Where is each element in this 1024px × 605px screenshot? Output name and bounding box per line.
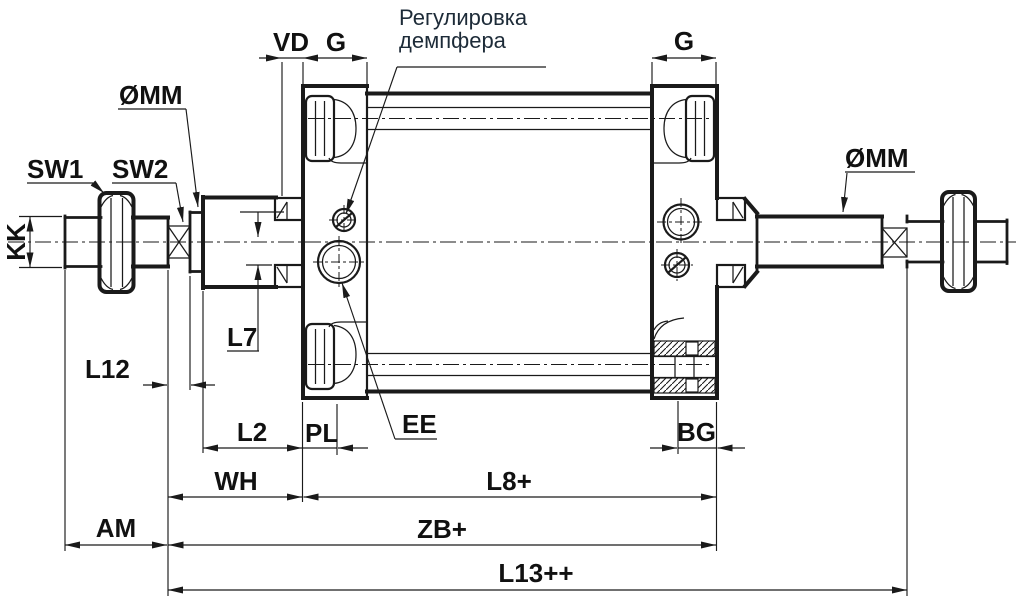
dim-label-sw2: SW2 bbox=[112, 154, 168, 184]
tie-rod-nut-rear-top bbox=[652, 94, 716, 164]
front-flange-lug-bottom bbox=[273, 263, 305, 289]
tie-rod-nut-front-bottom bbox=[304, 321, 367, 391]
cushion-screw-rear bbox=[661, 249, 693, 281]
leader-omm-left bbox=[185, 108, 200, 208]
dim-label-l7: L7 bbox=[227, 322, 257, 352]
dim-label-wh: WH bbox=[214, 466, 257, 496]
rod-nut-right bbox=[940, 190, 977, 293]
rod-nut-sw1 bbox=[97, 191, 136, 294]
piston-rod-left bbox=[63, 191, 205, 294]
rear-flange-lug-top bbox=[715, 196, 747, 222]
rod-shoulder bbox=[188, 210, 205, 274]
front-end-cap bbox=[301, 84, 369, 400]
labels: VD G G ØMM ØMM SW1 SW2 KK L7 L12 L2 PL E… bbox=[1, 5, 909, 588]
tie-rod-section-cut bbox=[653, 317, 716, 394]
leader-ee bbox=[341, 282, 396, 440]
dim-label-ee: EE bbox=[402, 409, 437, 439]
dim-label-g-front: G bbox=[326, 27, 346, 57]
dim-label-bg: BG bbox=[677, 417, 716, 447]
dim-label-am: AM bbox=[96, 513, 136, 543]
dim-label-l2: L2 bbox=[237, 417, 267, 447]
leader-sw1 bbox=[90, 180, 105, 194]
leader-omm-right bbox=[841, 172, 849, 213]
wrench-flats-right bbox=[881, 227, 908, 258]
cushion-screw-front bbox=[329, 205, 359, 235]
front-bell-flange bbox=[201, 195, 305, 290]
annotation-cushion-adjust-line2: демпфера bbox=[399, 28, 507, 53]
rear-boss bbox=[715, 196, 760, 289]
annotation-cushion-adjust-line1: Регулировка bbox=[399, 5, 528, 30]
rear-flange-lug-bottom bbox=[715, 263, 747, 289]
leader-cushion-adjust bbox=[345, 66, 398, 215]
dim-label-pl: PL bbox=[305, 418, 338, 448]
dim-label-omm-right: ØMM bbox=[845, 143, 909, 173]
dim-label-l12: L12 bbox=[85, 354, 130, 384]
dim-label-kk: KK bbox=[1, 223, 31, 261]
dim-label-omm-left: ØMM bbox=[119, 80, 183, 110]
piston-rod-right bbox=[755, 190, 1009, 293]
dim-l7 bbox=[227, 211, 284, 352]
dim-label-vd: VD bbox=[273, 27, 309, 57]
dim-label-g-rear: G bbox=[674, 26, 694, 56]
tie-rod-nut-front-top bbox=[304, 94, 367, 164]
port-front bbox=[313, 236, 365, 288]
label-leaders bbox=[27, 66, 915, 440]
rear-end-cap bbox=[650, 84, 719, 400]
centerlines bbox=[8, 117, 1016, 366]
cylinder-barrel bbox=[365, 91, 654, 394]
dim-label-l8: L8+ bbox=[486, 466, 532, 496]
dimension-lines bbox=[19, 54, 908, 596]
leader-sw2 bbox=[175, 182, 184, 223]
front-flange-lug-top bbox=[273, 196, 305, 222]
dim-label-zb: ZB+ bbox=[417, 514, 467, 544]
dim-label-l13: L13++ bbox=[498, 558, 573, 588]
dim-label-sw1: SW1 bbox=[27, 154, 83, 184]
port-rear bbox=[657, 198, 705, 246]
